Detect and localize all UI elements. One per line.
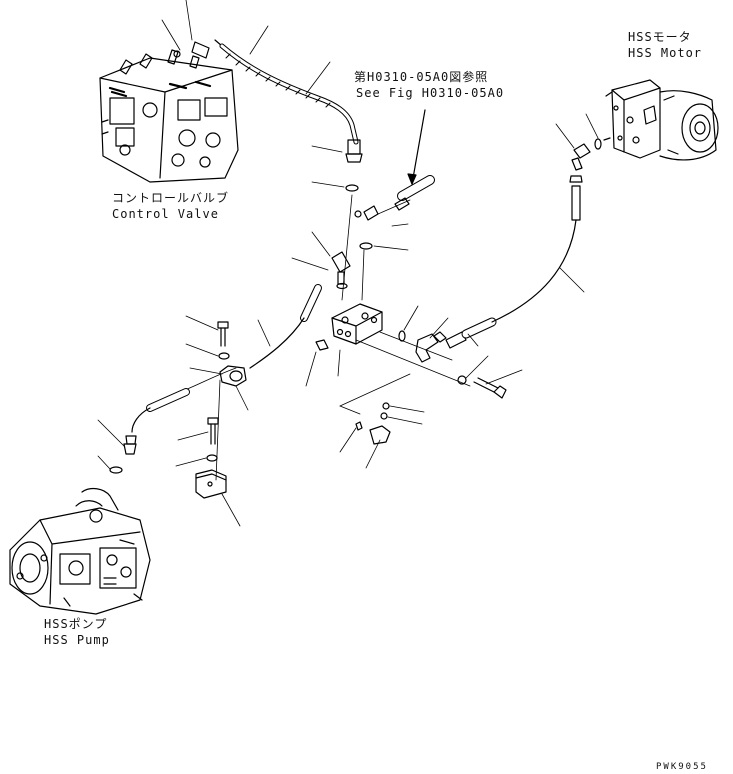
plug [315, 339, 329, 351]
hose-upper [214, 25, 363, 163]
o-ring [398, 330, 406, 342]
tee-fitting [369, 425, 391, 445]
washer [457, 375, 467, 385]
hose-motor [445, 175, 585, 349]
bracket [195, 469, 241, 527]
small-plug [355, 421, 363, 431]
drawing-id: PWK9055 [656, 762, 708, 772]
hose-pump [179, 284, 322, 393]
block-manifold [331, 303, 471, 387]
reference-label-jp: 第H0310-05A0図参照 [354, 70, 489, 84]
bolt-lower [177, 417, 219, 445]
washer [218, 352, 230, 360]
bolt [473, 377, 499, 393]
hss-motor-label-jp: HSSモータ [628, 30, 692, 44]
elbow-fitting [291, 231, 351, 285]
control-valve-label-jp: コントロールバルブ [112, 191, 230, 205]
guide-line [215, 379, 221, 481]
o-ring [380, 412, 388, 420]
ref-hose [354, 109, 435, 227]
o-ring [345, 184, 359, 192]
bolt-upper-left [185, 315, 229, 347]
hss-pump-label-en: HSS Pump [44, 633, 110, 647]
hss-pump [9, 487, 151, 615]
hose-lower [97, 388, 190, 455]
hss-motor [603, 79, 719, 161]
o-ring [359, 242, 373, 250]
control-valve [99, 49, 239, 183]
hss-pump-label-jp: HSSポンプ [44, 617, 108, 631]
control-valve-label-en: Control Valve [112, 207, 219, 221]
o-ring [336, 282, 348, 290]
hss-motor-label-en: HSS Motor [628, 46, 703, 60]
elbow-fitting-right [415, 333, 439, 363]
reference-label-en: See Fig H0310-05A0 [356, 86, 505, 100]
clamp [189, 365, 249, 411]
o-ring [109, 466, 123, 474]
washer [206, 454, 218, 462]
o-ring [382, 402, 390, 410]
cv-elbow-fitting [161, 0, 210, 59]
motor-elbow [555, 113, 602, 171]
